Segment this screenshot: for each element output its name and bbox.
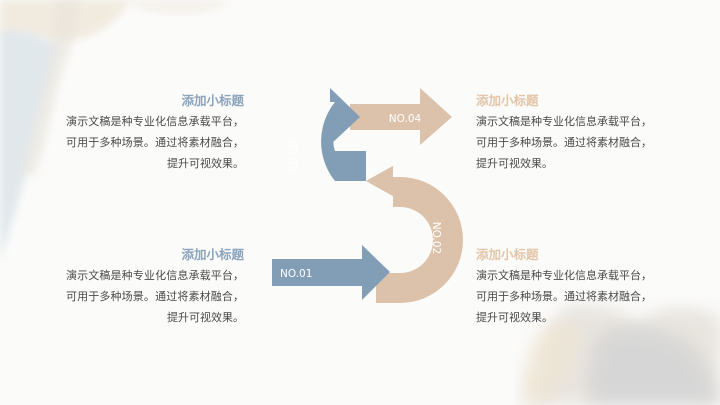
block-title: 添加小标题: [476, 93, 539, 108]
block-title: 添加小标题: [181, 93, 244, 108]
text-block-top-left: 添加小标题 演示文稿是种专业化信息承载平台，可用于多种场景。通过将素材融合，提升…: [66, 93, 244, 174]
step-label: NO.03: [286, 139, 298, 171]
step-04-arrow: NO.04: [350, 88, 452, 145]
step-label: NO.01: [280, 268, 312, 280]
block-title: 添加小标题: [181, 247, 244, 262]
step-label: NO.04: [389, 113, 422, 125]
text-block-bottom-right: 添加小标题 演示文稿是种专业化信息承载平台，可用于多种场景。通过将素材融合，提升…: [476, 247, 654, 328]
block-body: 演示文稿是种专业化信息承载平台，可用于多种场景。通过将素材融合，提升可视效果。: [476, 115, 652, 170]
text-block-bottom-left: 添加小标题 演示文稿是种专业化信息承载平台，可用于多种场景。通过将素材融合，提升…: [66, 247, 244, 328]
text-block-top-right: 添加小标题 演示文稿是种专业化信息承载平台，可用于多种场景。通过将素材融合，提升…: [476, 93, 654, 174]
block-body: 演示文稿是种专业化信息承载平台，可用于多种场景。通过将素材融合，提升可视效果。: [476, 269, 652, 324]
block-body: 演示文稿是种专业化信息承载平台，可用于多种场景。通过将素材融合，提升可视效果。: [66, 115, 244, 170]
block-title: 添加小标题: [476, 247, 539, 262]
step-02-arrow: NO.02: [366, 166, 463, 303]
step-label: NO.02: [430, 222, 442, 254]
step-03-arrow: NO.03: [286, 88, 366, 181]
block-body: 演示文稿是种专业化信息承载平台，可用于多种场景。通过将素材融合，提升可视效果。: [66, 269, 244, 324]
step-02-arrowhead: [366, 166, 393, 196]
step-01-arrow: NO.01: [272, 245, 390, 300]
